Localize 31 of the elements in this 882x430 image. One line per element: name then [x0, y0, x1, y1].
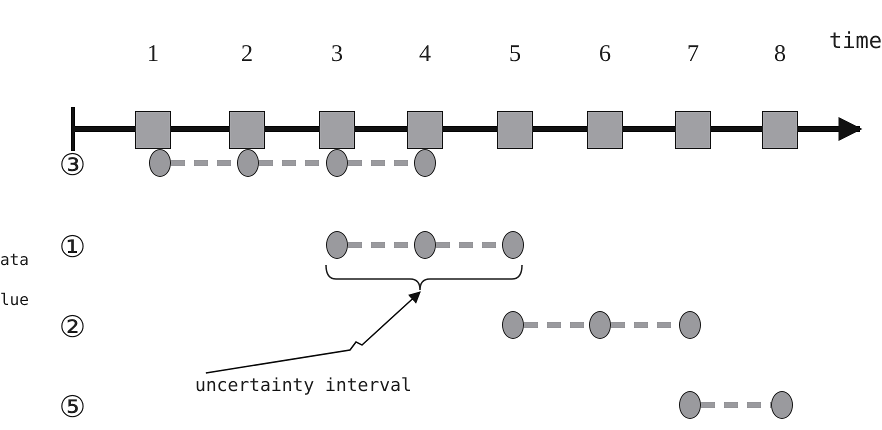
axis-title-fragment: lue: [0, 290, 29, 309]
data-point: [237, 149, 259, 177]
time-step-label: 6: [599, 42, 611, 66]
data-point: [679, 311, 701, 339]
row-number: ①: [59, 230, 86, 265]
row-number: ②: [59, 310, 86, 345]
dashed-connector: [701, 402, 771, 408]
annotation-text: uncertainty interval: [195, 375, 412, 396]
data-point: [502, 231, 524, 259]
connector: [206, 291, 421, 374]
time-step-label: 4: [419, 42, 431, 66]
data-point: [414, 231, 436, 259]
time-step-label: 5: [509, 42, 521, 66]
curly-brace: [325, 264, 523, 291]
data-point: [771, 391, 793, 419]
row-number: ⑤: [59, 390, 86, 425]
data-point: [589, 311, 611, 339]
time-step-label: 2: [241, 42, 253, 66]
time-step-label: 1: [147, 42, 159, 66]
data-point: [414, 149, 436, 177]
axis-title-fragment: ata: [0, 250, 29, 269]
data-point: [502, 311, 524, 339]
time-step-label: 3: [331, 42, 343, 66]
data-point: [149, 149, 171, 177]
data-point: [326, 231, 348, 259]
data-point: [326, 149, 348, 177]
data-point: [679, 391, 701, 419]
axis-label: time: [829, 29, 882, 54]
time-step-label: 8: [774, 42, 786, 66]
row-number: ③: [59, 148, 86, 183]
time-step-label: 7: [687, 42, 699, 66]
